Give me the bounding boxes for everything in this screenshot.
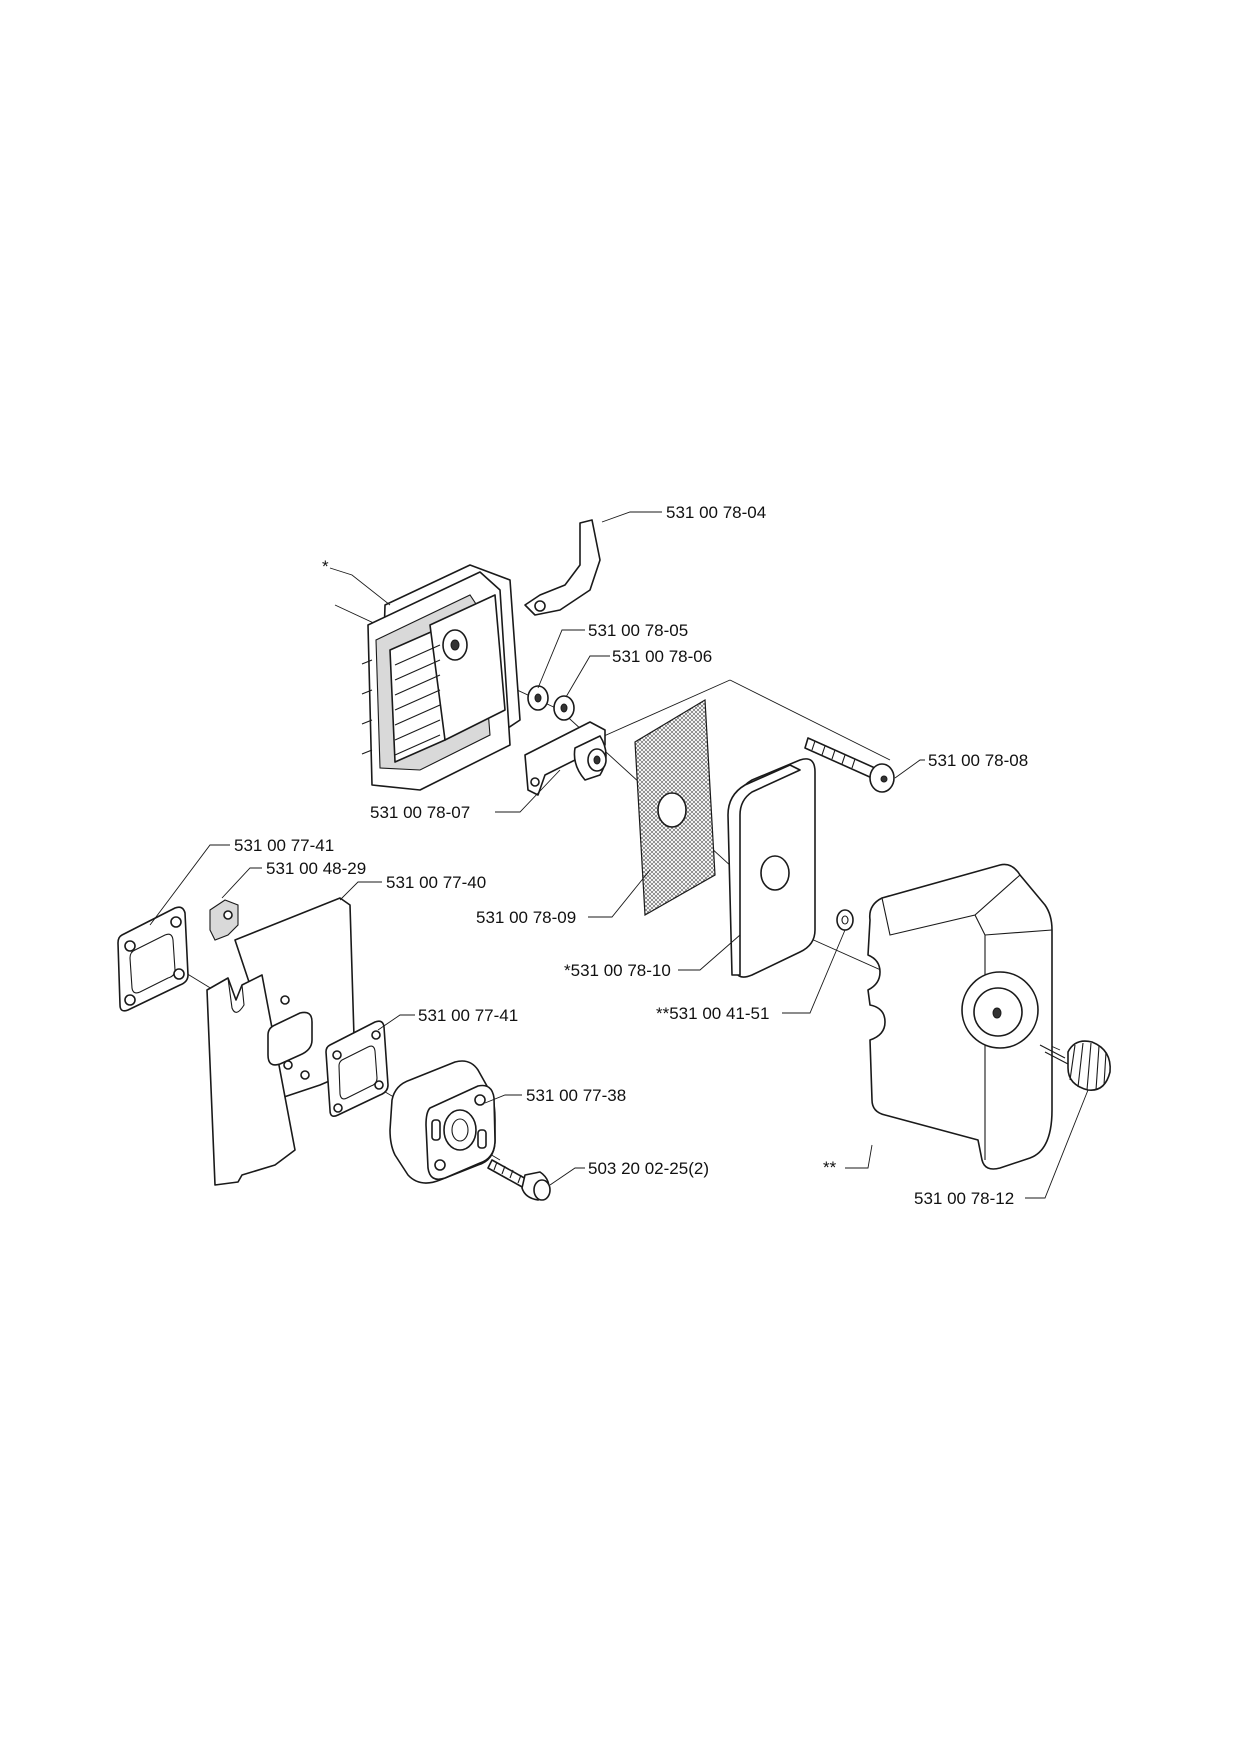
bracket-531-00-78-07 — [524, 721, 607, 796]
gasket-531-00-77-41-middle — [325, 1020, 389, 1117]
label-531-00-78-07: 531 00 78-07 — [370, 803, 470, 822]
air-filter-housing — [361, 564, 521, 791]
gasket-531-00-77-41-left — [117, 906, 189, 1012]
heat-shield-531-00-77-40 — [206, 897, 356, 1186]
label-531-00-77-40: 531 00 77-40 — [386, 873, 486, 892]
label-531-00-78-06: 531 00 78-06 — [612, 647, 712, 666]
label-double-star-cover: ** — [823, 1158, 837, 1177]
knob-531-00-78-12 — [1039, 1040, 1111, 1091]
label-531-00-77-41-middle: 531 00 77-41 — [418, 1006, 518, 1025]
label-531-00-78-08: 531 00 78-08 — [928, 751, 1028, 770]
label-531-00-78-04: 531 00 78-04 — [666, 503, 766, 522]
screw-531-00-78-08 — [804, 737, 895, 793]
label-531-00-78-12: 531 00 78-12 — [914, 1189, 1014, 1208]
label-531-00-41-51: **531 00 41-51 — [656, 1004, 769, 1023]
screw-503-20-02-25 — [487, 1159, 551, 1201]
label-531-00-78-09: 531 00 78-09 — [476, 908, 576, 927]
label-531-00-77-38: 531 00 77-38 — [526, 1086, 626, 1105]
washers — [527, 685, 575, 721]
filter-cover — [867, 863, 1053, 1170]
filter-screen-531-00-78-09 — [634, 698, 716, 917]
label-531-00-48-29: 531 00 48-29 — [266, 859, 366, 878]
part-labels: * 531 00 78-04 531 00 78-05 531 00 78-06… — [234, 503, 1028, 1208]
label-503-20-02-25: 503 20 02-25(2) — [588, 1159, 709, 1178]
foam-filter-531-00-78-10 — [727, 758, 816, 978]
bracket-531-00-78-04 — [524, 519, 601, 616]
plate-531-00-48-29 — [209, 899, 239, 941]
clip-531-00-41-51 — [836, 909, 854, 931]
label-star-housing: * — [322, 557, 329, 576]
leader-lines — [149, 511, 1089, 1199]
label-531-00-78-05: 531 00 78-05 — [588, 621, 688, 640]
adapter-531-00-77-38 — [389, 1060, 496, 1184]
label-531-00-77-41-top: 531 00 77-41 — [234, 836, 334, 855]
label-531-00-78-10: *531 00 78-10 — [564, 961, 671, 980]
